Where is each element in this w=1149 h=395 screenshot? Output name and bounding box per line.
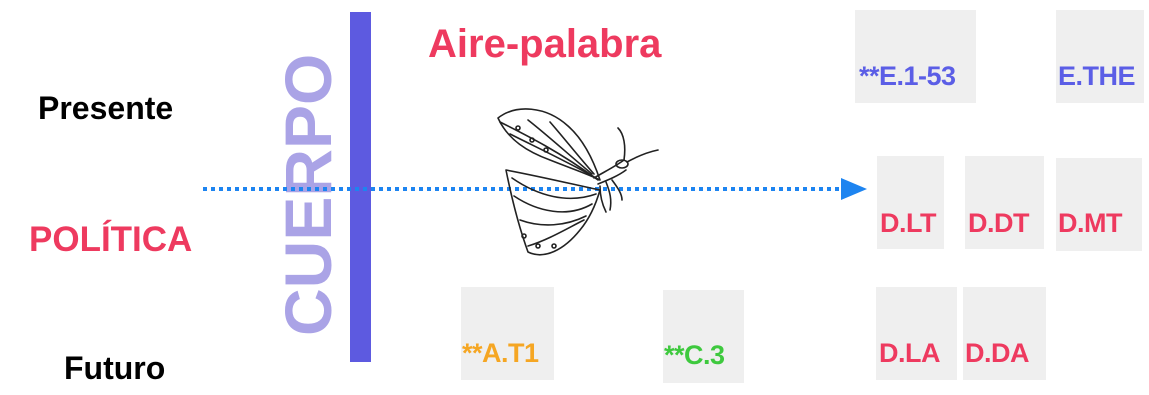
box-c3 [663, 290, 744, 383]
code-dla: D.LA [879, 338, 941, 368]
butterfly-icon [497, 108, 659, 256]
box-dla [876, 287, 957, 380]
box-e153 [855, 10, 976, 103]
title-aire-palabra: Aire-palabra [428, 22, 662, 66]
code-at1: **A.T1 [462, 338, 539, 368]
code-ethe: E.THE [1058, 61, 1136, 91]
box-ethe [1056, 10, 1144, 103]
code-dda: D.DA [965, 338, 1030, 368]
code-c3: **C.3 [664, 340, 725, 370]
dotted-arrow-icon [203, 178, 867, 200]
vertical-divider-bar [350, 12, 371, 362]
box-dda [963, 287, 1046, 380]
code-ddt: D.DT [968, 208, 1030, 238]
label-politica: POLÍTICA [29, 220, 193, 259]
box-dmt [1056, 158, 1142, 251]
box-dlt [877, 156, 944, 249]
code-dmt: D.MT [1058, 208, 1122, 238]
box-at1 [461, 287, 554, 380]
code-dlt: D.LT [880, 208, 936, 238]
code-e153: **E.1-53 [859, 61, 956, 91]
box-ddt [965, 156, 1044, 249]
label-futuro: Futuro [64, 350, 166, 386]
label-presente: Presente [38, 90, 174, 126]
